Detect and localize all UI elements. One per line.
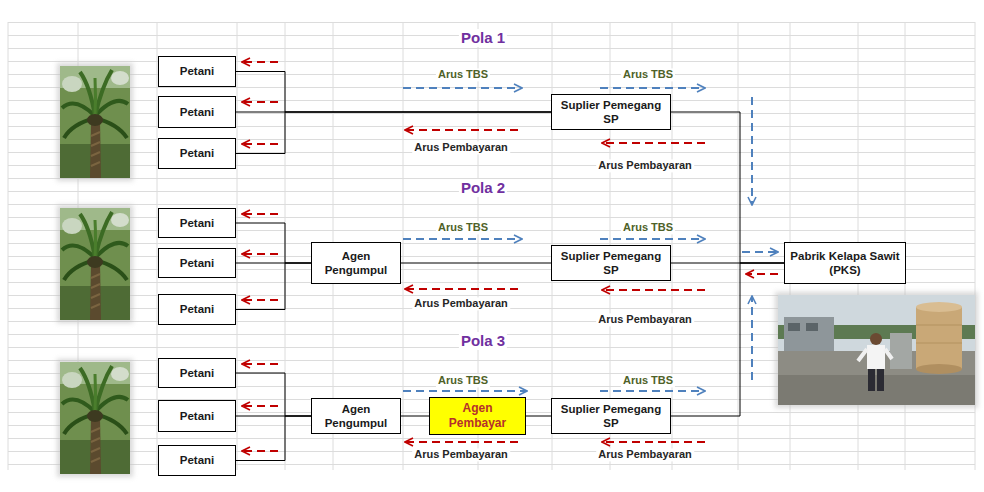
box-text: Suplier Pemegang SP <box>556 249 666 278</box>
connector-line <box>236 416 311 461</box>
box-text: Agen Pembayar <box>434 401 521 431</box>
process-box: Petani <box>158 138 236 169</box>
box-text: Suplier Pemegang SP <box>556 402 666 431</box>
flow-label: Arus TBS <box>621 68 675 81</box>
connector-line <box>236 72 551 113</box>
connector-line <box>401 416 429 417</box>
process-box: Suplier Pemegang SP <box>551 245 671 282</box>
box-text: Petani <box>180 146 215 160</box>
box-text: Petani <box>180 453 215 467</box>
process-box: Petani <box>158 56 236 87</box>
process-box: Agen Pengumpul <box>311 242 401 284</box>
connector-line <box>236 223 311 263</box>
connector-line <box>236 373 311 416</box>
box-text: Agen Pengumpul <box>316 402 396 431</box>
process-box: Agen Pengumpul <box>311 398 401 435</box>
box-text: Petani <box>180 216 215 230</box>
connector-line <box>236 263 311 310</box>
flow-label: Arus Pembayaran <box>412 141 510 154</box>
flow-label: Arus TBS <box>621 374 675 387</box>
flow-label: Arus TBS <box>621 221 675 234</box>
connector-line <box>671 112 784 263</box>
connector-line <box>671 263 784 416</box>
process-box: Suplier Pemegang SP <box>551 398 671 435</box>
section-title: Pola 1 <box>459 29 507 47</box>
process-box: Petani <box>158 96 236 128</box>
box-text: Suplier Pemegang SP <box>556 98 666 127</box>
box-text: Petani <box>180 256 215 270</box>
flow-label: Arus TBS <box>436 374 490 387</box>
flow-label: Arus Pembayaran <box>596 313 694 326</box>
section-title: Pola 3 <box>459 332 507 350</box>
flow-label: Arus Pembayaran <box>412 448 510 461</box>
process-box: Petani <box>158 208 236 238</box>
section-title: Pola 2 <box>459 179 507 197</box>
flow-label: Arus TBS <box>436 68 490 81</box>
flow-label: Arus Pembayaran <box>412 297 510 310</box>
process-box: Suplier Pemegang SP <box>551 94 671 131</box>
box-text: Petani <box>180 409 215 423</box>
process-box: Petani <box>158 358 236 388</box>
connector-line <box>526 416 551 417</box>
process-box: Petani <box>158 400 236 432</box>
box-text: Petani <box>180 302 215 316</box>
process-box: Agen Pembayar <box>429 397 526 435</box>
process-box: Petani <box>158 248 236 278</box>
box-text: Petani <box>180 366 215 380</box>
box-text: Pabrik Kelapa Sawit (PKS) <box>789 249 901 278</box>
process-box: Petani <box>158 445 236 476</box>
box-text: Petani <box>180 64 215 78</box>
box-text: Petani <box>180 105 215 119</box>
flow-label: Arus Pembayaran <box>596 159 694 172</box>
flow-label: Arus TBS <box>436 221 490 234</box>
flow-label: Arus Pembayaran <box>596 448 694 461</box>
box-text: Agen Pengumpul <box>316 249 396 278</box>
connector-line <box>401 263 551 264</box>
process-box: Pabrik Kelapa Sawit (PKS) <box>784 242 906 284</box>
process-box: Petani <box>158 294 236 325</box>
